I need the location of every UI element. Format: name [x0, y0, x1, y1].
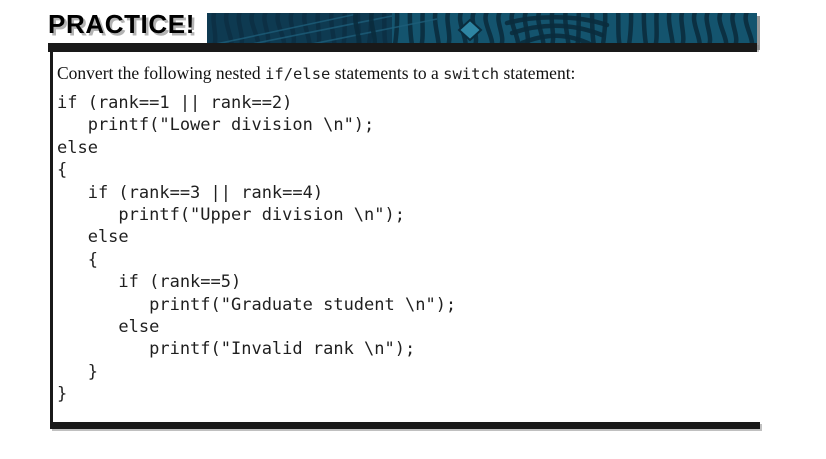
code-line: else [57, 137, 98, 158]
header-rule [48, 43, 757, 52]
inline-code-if-else: if/else [265, 65, 331, 83]
code-line: { [57, 160, 68, 181]
page-title: PRACTICE! [48, 9, 195, 39]
code-block: if (rank==1 || rank==2) printf("Lower di… [53, 84, 760, 406]
code-line: { [57, 249, 98, 270]
code-line: printf("Lower division \n"); [57, 115, 375, 136]
code-line: } [57, 361, 98, 382]
fingerprint-icon [207, 13, 757, 47]
fingerprint-banner [207, 13, 757, 47]
prompt-after: statement: [499, 63, 576, 83]
inline-code-switch: switch [443, 65, 500, 83]
code-line: if (rank==3 || rank==4) [57, 182, 324, 203]
code-line: printf("Graduate student \n"); [57, 294, 457, 315]
practice-box: Convert the following nested if/else sta… [50, 52, 760, 429]
code-line: if (rank==5) [57, 272, 242, 293]
prompt-middle: statements to a [330, 63, 444, 83]
prompt-before: Convert the following nested [57, 63, 266, 83]
prompt-text: Convert the following nested if/else sta… [53, 52, 760, 84]
code-line: if (rank==1 || rank==2) [57, 93, 293, 113]
code-line: } [57, 384, 68, 405]
code-line: else [57, 317, 160, 338]
code-line: printf("Invalid rank \n"); [57, 339, 416, 360]
code-line: printf("Upper division \n"); [57, 205, 405, 226]
diamond-accent [457, 18, 483, 42]
bottom-rule [50, 422, 760, 429]
code-line: else [57, 227, 129, 248]
